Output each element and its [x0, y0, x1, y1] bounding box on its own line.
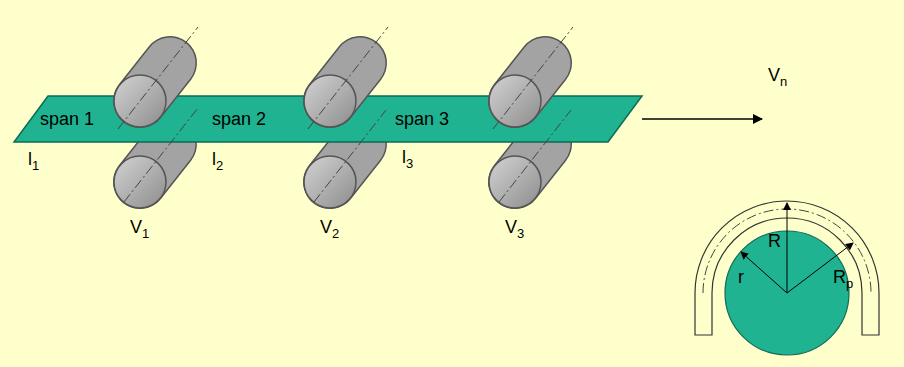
exit-speed-label: Vn [768, 66, 787, 84]
span-length-label: l3 [402, 148, 413, 166]
radius-label: R [768, 232, 781, 250]
exit-arrow [642, 118, 762, 120]
span-label: span 2 [212, 110, 266, 128]
span-label: span 1 [40, 110, 94, 128]
span-length-label: l2 [212, 150, 223, 168]
span-length-label: l1 [28, 150, 39, 168]
radius-label: r [738, 268, 744, 286]
roll-section-inset [695, 201, 879, 355]
radius-label: Rp [833, 268, 853, 286]
lower-rollers [114, 144, 545, 208]
span-label: span 3 [395, 110, 449, 128]
roll-speed-label: V3 [505, 218, 524, 236]
upper-rollers [114, 63, 545, 127]
roller-axes [118, 27, 573, 202]
roll-speed-label: V1 [130, 218, 149, 236]
roll-speed-label: V2 [320, 218, 339, 236]
